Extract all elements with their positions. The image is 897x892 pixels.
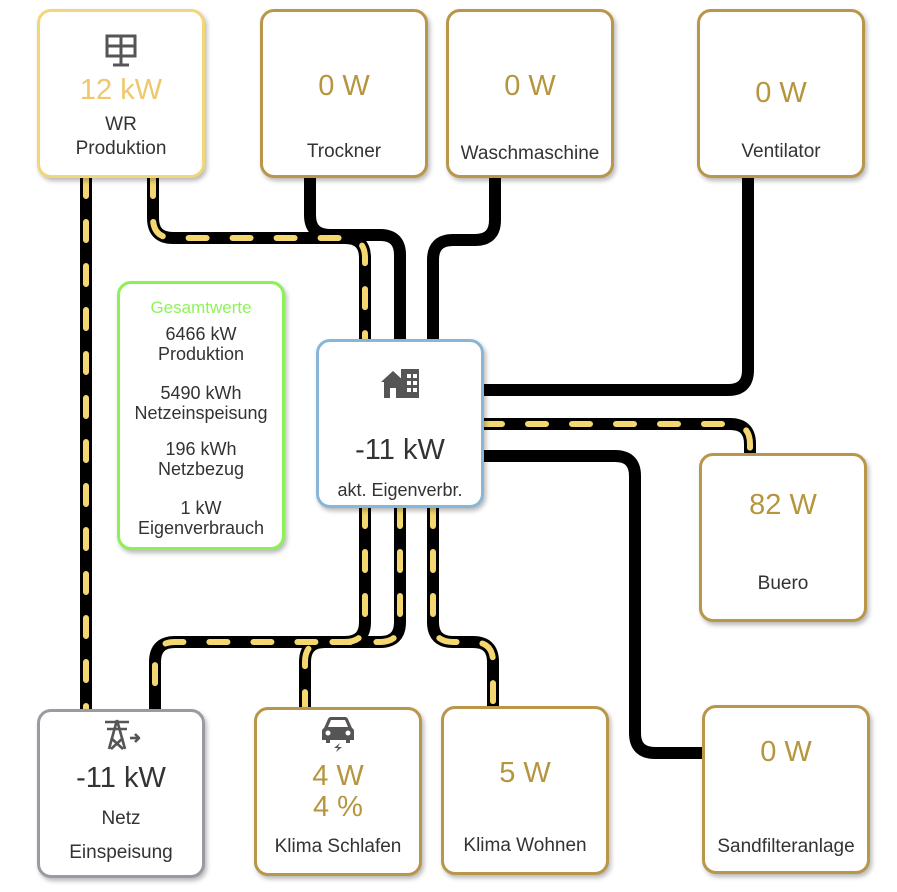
- production-card[interactable]: 12 kW WR Produktion: [37, 9, 205, 178]
- totals-eigenverbrauch-value: 1 kW: [180, 498, 222, 518]
- totals-netzbezug-value: 196 kWh: [165, 439, 237, 459]
- production-label-line1: WR: [105, 114, 137, 135]
- flow-line-ventilator-home: [478, 172, 754, 396]
- consumer-card-buero[interactable]: 82 W Buero: [699, 453, 867, 622]
- flow-dash-home-buero: [481, 421, 753, 456]
- totals-netzeinspeisung-label: Netzeinspeisung: [134, 403, 268, 423]
- klima-wohnen-label: Klima Wohnen: [463, 835, 587, 856]
- home-label: akt. Eigenverbr.: [337, 480, 463, 500]
- flow-line-waschmaschine-home: [427, 172, 501, 345]
- ventilator-label: Ventilator: [741, 141, 821, 162]
- trockner-label: Trockner: [306, 141, 382, 162]
- consumer-card-trockner[interactable]: 0 W Trockner: [260, 9, 428, 178]
- totals-card: Gesamtwerte 6466 kW Produktion 5490 kWh …: [117, 281, 285, 550]
- solar-panel-icon: [105, 34, 137, 67]
- car-charging-icon: [322, 717, 354, 752]
- consumer-card-waschmaschine[interactable]: 0 W Waschmaschine: [446, 9, 614, 178]
- flow-dash-production-home: [150, 175, 368, 342]
- buero-label: Buero: [757, 573, 809, 594]
- waschmaschine-label: Waschmaschine: [460, 143, 600, 164]
- totals-produktion-value: 6466 kW: [165, 324, 237, 344]
- grid-label-line2: Einspeisung: [69, 842, 173, 863]
- trockner-value: 0 W: [318, 70, 370, 102]
- flow-line-home-klima-schlafen: [299, 502, 406, 713]
- production-label-line2: Produktion: [75, 138, 167, 159]
- totals-eigenverbrauch-label: Eigenverbrauch: [137, 518, 265, 538]
- consumer-card-sandfilteranlage[interactable]: 0 W Sandfilteranlage: [702, 705, 870, 874]
- flow-dash-home-netz: [152, 505, 368, 712]
- waschmaschine-value: 0 W: [504, 70, 556, 102]
- flow-line-home-sandfilter: [478, 450, 708, 759]
- totals-title: Gesamtwerte: [150, 298, 252, 317]
- flow-line-trockner-home: [304, 172, 406, 345]
- klima-schlafen-label: Klima Schlafen: [274, 836, 402, 857]
- flow-dash-home-klima-schlafen: [302, 505, 403, 710]
- production-value: 12 kW: [79, 74, 163, 106]
- house-icon: [381, 369, 419, 398]
- transmission-tower-icon: [105, 719, 141, 750]
- flow-line-home-buero: [478, 418, 756, 459]
- klima-schlafen-percent: 4 %: [313, 791, 363, 823]
- consumer-card-klima-schlafen[interactable]: 4 W 4 % Klima Schlafen: [254, 707, 422, 876]
- home-card[interactable]: -11 kW akt. Eigenverbr.: [316, 339, 484, 508]
- consumer-card-klima-wohnen[interactable]: 5 W Klima Wohnen: [441, 706, 609, 875]
- totals-netzbezug-label: Netzbezug: [157, 459, 245, 479]
- grid-card[interactable]: -11 kW Netz Einspeisung: [37, 709, 205, 878]
- sandfilteranlage-value: 0 W: [760, 736, 812, 768]
- totals-produktion-label: Produktion: [157, 344, 245, 364]
- klima-wohnen-value: 5 W: [499, 757, 551, 789]
- home-value: -11 kW: [355, 434, 445, 466]
- grid-value: -11 kW: [76, 762, 166, 794]
- totals-netzeinspeisung-value: 5490 kWh: [160, 383, 242, 403]
- buero-value: 82 W: [749, 489, 817, 521]
- flow-line-home-klima-wohnen: [427, 502, 499, 712]
- grid-label-line1: Netz: [101, 808, 141, 829]
- ventilator-value: 0 W: [755, 77, 807, 109]
- flow-dash-home-klima-wohnen: [430, 505, 496, 709]
- klima-schlafen-value: 4 W: [312, 760, 364, 792]
- consumer-card-ventilator[interactable]: 0 W Ventilator: [697, 9, 865, 178]
- sandfilteranlage-label: Sandfilteranlage: [717, 836, 855, 857]
